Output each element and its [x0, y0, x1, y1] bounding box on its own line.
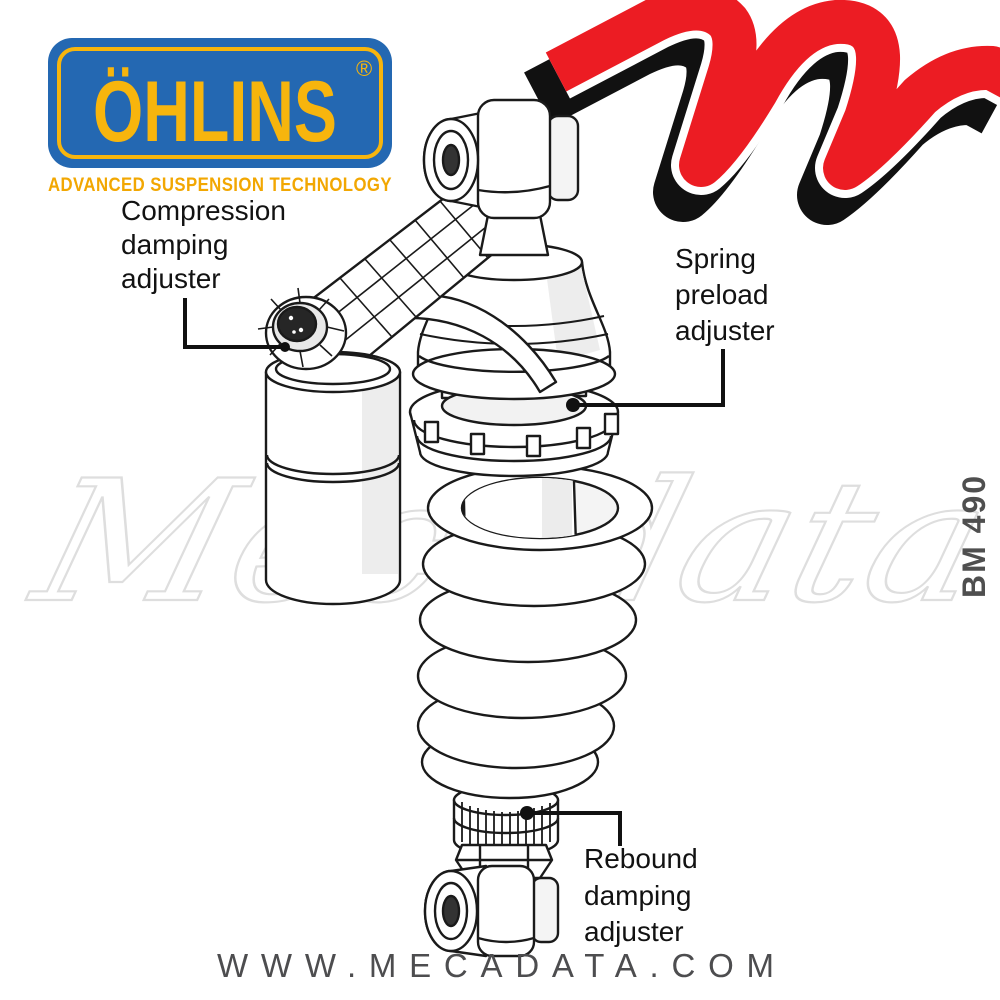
spring-preload-label: Spring preload adjuster	[675, 243, 776, 346]
ohlins-logo-plate	[48, 38, 392, 168]
compression-leader-line	[183, 298, 282, 349]
leader-lines	[183, 298, 725, 846]
ohlins-logo: ÖHLINS ® ADVANCED SUSPENSION TECHNOLOGY	[48, 38, 392, 196]
shock-body-through-spring	[462, 478, 578, 538]
reservoir	[264, 350, 402, 606]
ohlins-logo-border	[57, 47, 383, 159]
compression-adjuster-knob	[257, 287, 348, 371]
bottom-eyelet	[423, 864, 560, 958]
shock-main-body	[411, 242, 617, 401]
rebound-label: Rebound damping adjuster	[584, 843, 705, 947]
spring-preload-collar	[408, 380, 620, 478]
compression-label: Compression damping adjuster	[121, 195, 294, 294]
website-url: WWW.MECADATA.COM	[217, 947, 783, 984]
spring-preload-leader-dot	[566, 398, 580, 412]
registered-trademark-icon: ®	[356, 56, 372, 81]
shock-absorber-drawing	[257, 98, 654, 958]
rebound-leader-dot	[520, 806, 534, 820]
ohlins-logo-wordmark: ÖHLINS	[93, 64, 337, 160]
ohlins-tagline: ADVANCED SUSPENSION TECHNOLOGY	[48, 174, 392, 196]
mecadata-m-logo-icon	[524, 0, 1000, 225]
m-logo-red-stroke	[545, 0, 1000, 190]
product-code: BM 490	[956, 474, 992, 598]
top-eyelet	[422, 98, 580, 257]
coil-spring	[416, 464, 654, 800]
rebound-leader-line	[527, 811, 622, 846]
compression-leader-dot	[280, 342, 290, 352]
reservoir-hose	[400, 293, 558, 394]
spring-preload-leader-line	[573, 349, 725, 407]
